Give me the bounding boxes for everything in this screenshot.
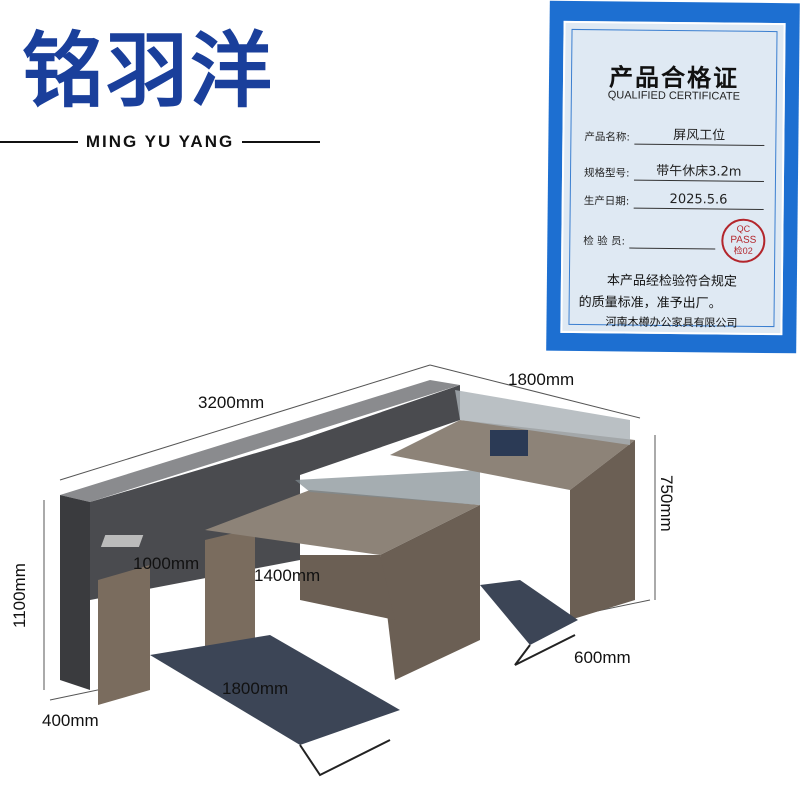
dim-bed-length: 1800mm bbox=[222, 679, 289, 698]
dim-cabinet-width: 1000mm bbox=[133, 554, 200, 573]
brand-logo-cn: 铭羽洋 bbox=[22, 24, 275, 119]
brand-logo-en: MING YU YANG bbox=[0, 132, 321, 152]
dim-desk-height: 750mm bbox=[657, 475, 676, 532]
dim-cabinet-height: 1100mm bbox=[10, 563, 29, 628]
dim-cabinet-depth: 400mm bbox=[42, 711, 99, 730]
dim-desk-depth: 600mm bbox=[574, 648, 631, 667]
dim-total-length: 3200mm bbox=[198, 393, 265, 412]
divider bbox=[0, 141, 78, 143]
dim-side-length: 1800mm bbox=[508, 370, 575, 389]
dim-desk-width: 1400mm bbox=[254, 566, 321, 585]
brand-name-en: MING YU YANG bbox=[85, 132, 235, 151]
divider bbox=[242, 141, 321, 143]
